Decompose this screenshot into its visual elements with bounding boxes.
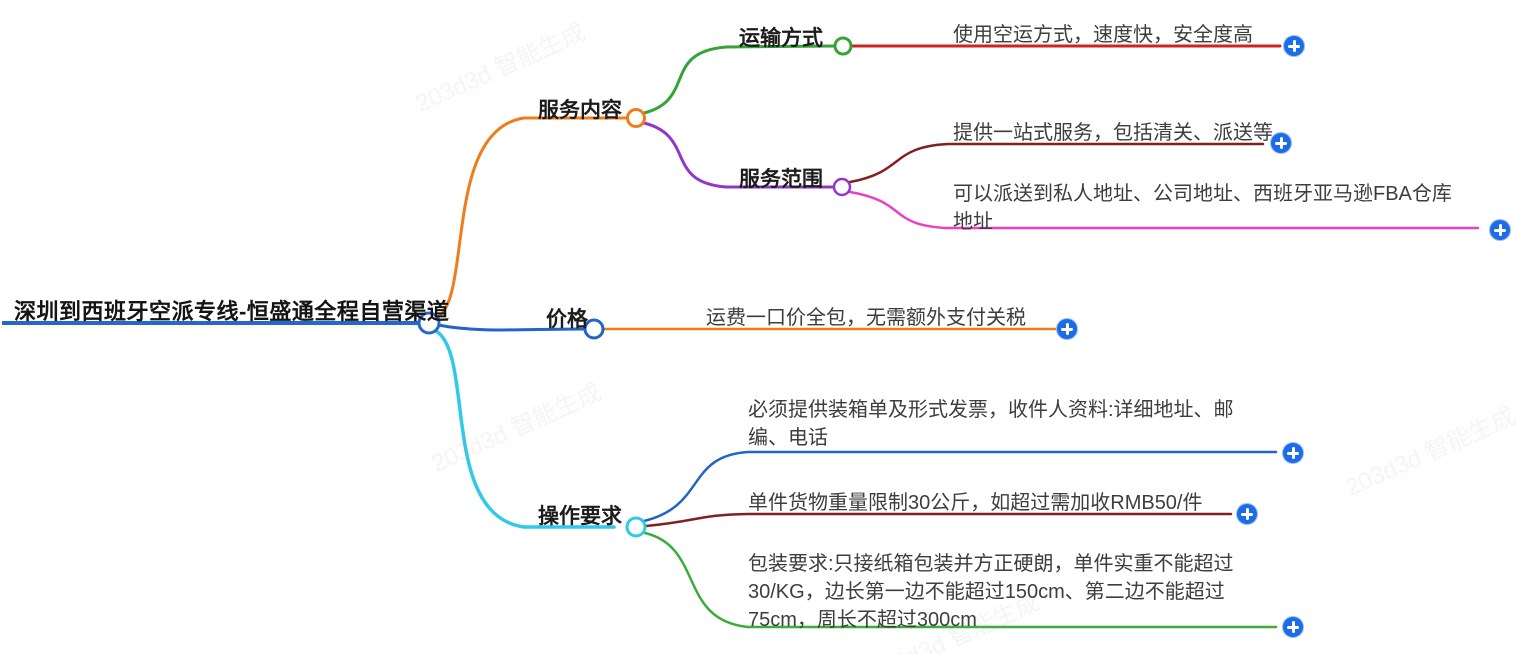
node-toggle-operation-requirements[interactable] — [625, 516, 647, 538]
node-service-scope[interactable]: 服务范围 — [739, 168, 823, 191]
node-service-content[interactable]: 服务内容 — [538, 99, 622, 122]
root-node-toggle[interactable] — [417, 311, 441, 335]
node-toggle-transport-method[interactable] — [833, 36, 853, 56]
add-child-button-one-stop-service[interactable] — [1270, 132, 1292, 154]
leaf-packaging-requirements[interactable]: 包装要求:只接纸箱包装并方正硬朗，单件实重不能超过30/KG，边长第一边不能超过… — [748, 553, 1234, 631]
leaf-all-inclusive-price[interactable]: 运费一口价全包，无需额外支付关税 — [706, 307, 1026, 329]
branch-line-price — [436, 323, 587, 332]
branch-line-operation-requirements — [434, 329, 616, 529]
branch-line-service-content — [436, 116, 629, 319]
node-price[interactable]: 价格 — [546, 308, 588, 331]
add-child-button-packing-list[interactable] — [1282, 442, 1304, 464]
node-operation-requirements[interactable]: 操作要求 — [538, 505, 622, 528]
leaf-line-one-stop-service — [848, 142, 1265, 184]
add-child-button-weight-limit[interactable] — [1236, 503, 1258, 525]
leaf-packing-list[interactable]: 必须提供装箱单及形式发票，收件人资料:详细地址、邮编、电话 — [748, 399, 1234, 449]
leaf-line-weight-limit — [644, 512, 1233, 528]
root-topic[interactable]: 深圳到西班牙空派专线-恒盛通全程自营渠道 — [14, 299, 450, 324]
leaf-delivery-addresses[interactable]: 可以派送到私人地址、公司地址、西班牙亚马逊FBA仓库地址 — [953, 183, 1452, 233]
leaf-weight-limit[interactable]: 单件货物重量限制30公斤，如超过需加收RMB50/件 — [748, 492, 1203, 514]
node-toggle-price[interactable] — [583, 318, 605, 340]
add-child-button-all-inclusive-price[interactable] — [1056, 318, 1078, 340]
add-child-button-packaging-requirements[interactable] — [1282, 616, 1304, 638]
leaf-line-delivery-addresses — [848, 190, 1480, 230]
add-child-button-air-freight[interactable] — [1283, 35, 1305, 57]
leaf-line-packaging-requirements — [643, 531, 1278, 629]
branch-line-transport-method — [642, 44, 837, 115]
node-toggle-service-scope[interactable] — [832, 177, 852, 197]
branch-line-service-scope — [642, 121, 835, 189]
leaf-air-freight[interactable]: 使用空运方式，速度快，安全度高 — [953, 24, 1253, 46]
node-toggle-service-content[interactable] — [626, 108, 646, 128]
leaf-line-packing-list — [642, 450, 1278, 523]
node-transport-method[interactable]: 运输方式 — [739, 27, 823, 50]
add-child-button-delivery-addresses[interactable] — [1489, 219, 1511, 241]
leaf-one-stop-service[interactable]: 提供一站式服务，包括清关、派送等 — [953, 122, 1273, 144]
